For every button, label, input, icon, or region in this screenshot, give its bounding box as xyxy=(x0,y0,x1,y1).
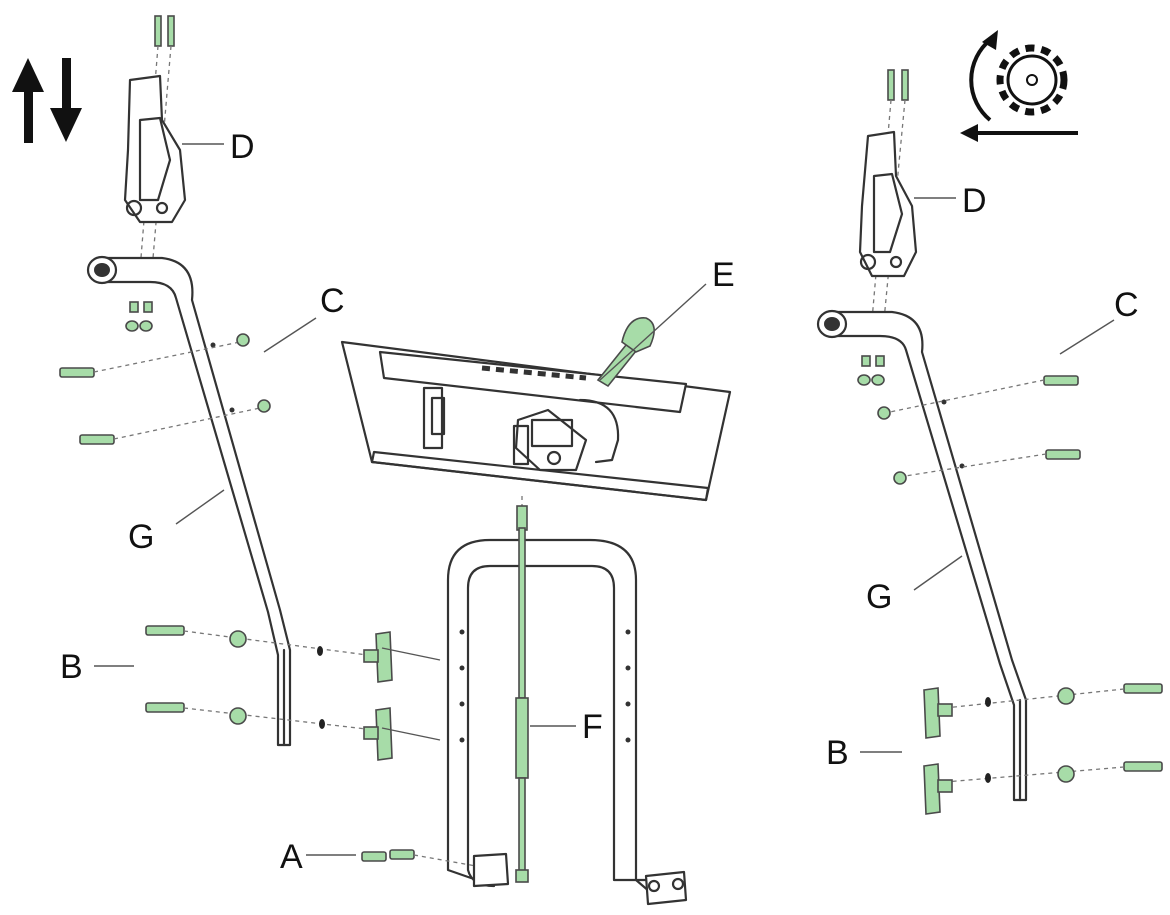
callout-g-right: G xyxy=(866,578,892,616)
up-down-arrows-icon xyxy=(12,58,82,143)
center-console xyxy=(340,340,732,502)
u-frame xyxy=(381,538,688,906)
callout-c-left: C xyxy=(320,282,345,320)
rotate-gear-icon xyxy=(960,30,1078,142)
threaded-rod-f xyxy=(515,496,529,883)
right-brake-lever-d xyxy=(858,130,918,278)
right-b-hardware xyxy=(923,683,1163,815)
callout-b-left: B xyxy=(60,648,83,686)
callout-f: F xyxy=(582,708,603,746)
callout-d-left: D xyxy=(230,128,255,166)
gear-lever-e xyxy=(596,317,655,388)
callout-d-right: D xyxy=(962,182,987,220)
left-c-bolts xyxy=(59,333,271,445)
a-bolts xyxy=(361,849,477,867)
callout-c-right: C xyxy=(1114,286,1139,324)
right-c-bolts xyxy=(877,375,1081,485)
frame-holes xyxy=(459,629,631,743)
left-b-hardware xyxy=(145,625,393,761)
right-d-screws xyxy=(871,69,909,321)
left-handle-tube-g xyxy=(86,255,292,747)
leader-lines xyxy=(94,143,1115,856)
callout-b-right: B xyxy=(826,734,849,772)
callout-g-left: G xyxy=(128,518,154,556)
callout-a: A xyxy=(280,838,303,876)
left-brake-lever-d xyxy=(123,74,187,224)
right-small-nuts xyxy=(857,355,885,386)
right-handle-tube-g xyxy=(816,309,1028,802)
callout-e: E xyxy=(712,256,735,294)
left-small-nuts xyxy=(125,301,153,332)
left-handle-assembly xyxy=(59,15,393,761)
right-handle-assembly xyxy=(816,69,1163,815)
